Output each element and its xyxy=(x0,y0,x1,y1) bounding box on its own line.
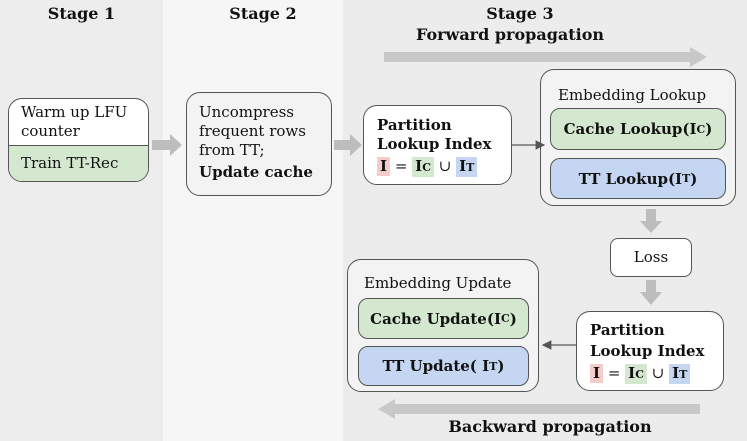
index-equation-back: I = IC ∪ IT xyxy=(590,364,691,384)
stage1-panel xyxy=(0,0,163,441)
stage1-box: Warm up LFU counter Train TT-Rec xyxy=(8,98,149,182)
index-Ic: IC xyxy=(412,157,434,177)
stage2-box: Uncompress frequent rows from TT; Update… xyxy=(186,92,332,196)
loss-box: Loss xyxy=(610,238,692,277)
update-cache-label: Update cache xyxy=(199,163,313,181)
loss-label: Loss xyxy=(633,248,669,266)
train-ttrec-band: Train TT-Rec xyxy=(9,145,148,181)
partition-index-backward: Partition Lookup Index I = IC ∪ IT xyxy=(576,311,724,391)
stage2-title: Stage 2 xyxy=(229,4,297,23)
index-equation: I = IC ∪ IT xyxy=(377,157,478,177)
partition-back-line2: Lookup Index xyxy=(590,342,705,360)
index-Ic-back: IC xyxy=(625,364,647,384)
uncompress-line1: Uncompress xyxy=(199,103,295,121)
embedding-update-title: Embedding Update xyxy=(364,274,512,292)
stage3-title: Stage 3 xyxy=(486,4,554,23)
train-ttrec-label: Train TT-Rec xyxy=(21,154,119,172)
partition-index-forward: Partition Lookup Index I = IC ∪ IT xyxy=(363,105,512,185)
index-I-back: I xyxy=(590,364,604,383)
stage2-panel xyxy=(163,0,343,441)
index-It: IT xyxy=(456,157,478,177)
eq-sign: = xyxy=(394,157,408,175)
backward-propagation-label: Backward propagation xyxy=(448,417,652,436)
warmup-lfu-label: Warm up LFU counter xyxy=(21,103,128,140)
index-It-back: IT xyxy=(669,364,691,384)
uncompress-line3: from TT; xyxy=(199,141,265,159)
embedding-lookup-title: Embedding Lookup xyxy=(558,86,707,104)
index-I: I xyxy=(377,157,391,176)
stage1-title: Stage 1 xyxy=(47,4,116,23)
forward-propagation-label: Forward propagation xyxy=(415,25,605,44)
partition-line1: Partition xyxy=(377,116,452,134)
union-sign: ∪ xyxy=(438,157,452,175)
partition-line2: Lookup Index xyxy=(377,135,492,153)
partition-back-line1: Partition xyxy=(590,321,665,339)
uncompress-line2: frequent rows xyxy=(199,122,306,140)
